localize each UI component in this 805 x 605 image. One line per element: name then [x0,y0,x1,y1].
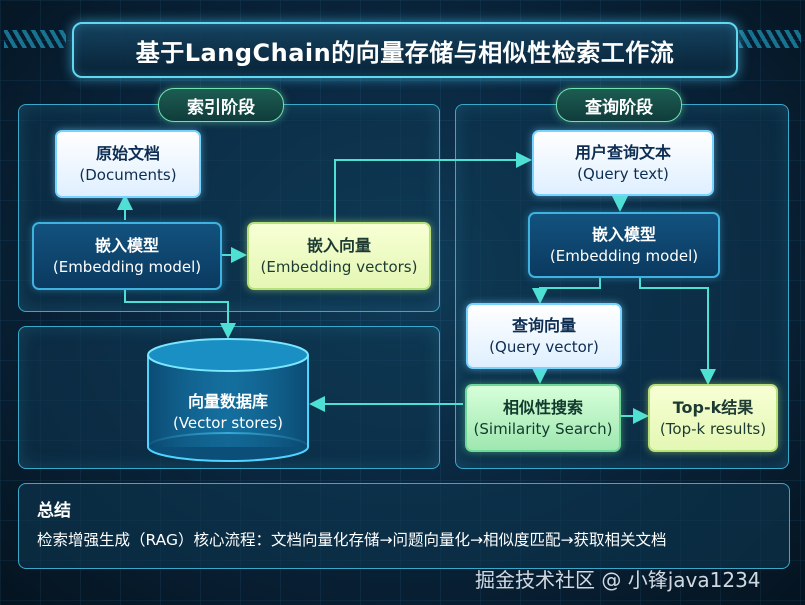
documents-label-en: (Documents) [79,165,177,184]
embed-right-label-en: (Embedding model) [549,246,699,265]
decor-stripes-right [739,30,801,48]
arrow-embed-to-topk [639,276,716,385]
query-vector-node: 查询向量 (Query vector) [466,303,622,369]
summary-panel: 总结 检索增强生成（RAG）核心流程：文档向量化存储→问题向量化→相似度匹配→获… [18,483,790,569]
embed-left-label-cn: 嵌入模型 [94,236,159,256]
topk-label-cn: Top-k结果 [672,398,754,418]
title-bar: 基于LangChain的向量存储与相似性检索工作流 [72,22,738,78]
embedding-model-left-node: 嵌入模型 (Embedding model) [32,222,222,290]
embedding-vectors-node: 嵌入向量 (Embedding vectors) [247,222,431,290]
query-text-label-en: (Query text) [577,164,669,183]
similarity-label-en: (Similarity Search) [473,419,613,438]
summary-title: 总结 [37,501,71,521]
arrow-vectors-to-query [334,152,532,222]
similarity-search-node: 相似性搜索 (Similarity Search) [465,384,621,452]
topk-results-node: Top-k结果 (Top-k results) [648,384,778,452]
vector-stores-label-cn: 向量数据库 [187,392,268,412]
topk-label-en: (Top-k results) [659,419,767,438]
query-vector-label-cn: 查询向量 [511,316,576,336]
summary-text: 检索增强生成（RAG）核心流程：文档向量化存储→问题向量化→相似度匹配→获取相关… [37,531,667,549]
query-stage-tag: 查询阶段 [556,88,682,122]
embed-vectors-label-en: (Embedding vectors) [260,257,418,276]
query-vector-label-en: (Query vector) [489,337,599,356]
arrow-embed-to-queryvector [532,276,601,304]
watermark: 掘金技术社区 @ 小锋java1234 [475,568,761,592]
indexing-stage-tag: 索引阶段 [158,88,284,122]
database-cylinder [147,338,309,462]
embed-left-label-en: (Embedding model) [52,257,202,276]
decor-stripes-left [4,30,66,48]
query-text-node: 用户查询文本 (Query text) [532,130,714,196]
arrow-embed-to-store [124,288,236,339]
query-text-label-cn: 用户查询文本 [574,143,671,163]
embed-right-label-cn: 嵌入模型 [591,225,656,245]
documents-node: 原始文档 (Documents) [55,130,201,198]
similarity-label-cn: 相似性搜索 [502,398,583,418]
documents-label-cn: 原始文档 [95,144,160,164]
embed-vectors-label-cn: 嵌入向量 [306,236,371,256]
vector-stores-node: 向量数据库 (Vector stores) [148,382,308,442]
vector-stores-label-en: (Vector stores) [172,413,284,432]
page-title: 基于LangChain的向量存储与相似性检索工作流 [135,38,675,67]
embedding-model-right-node: 嵌入模型 (Embedding model) [528,212,720,278]
